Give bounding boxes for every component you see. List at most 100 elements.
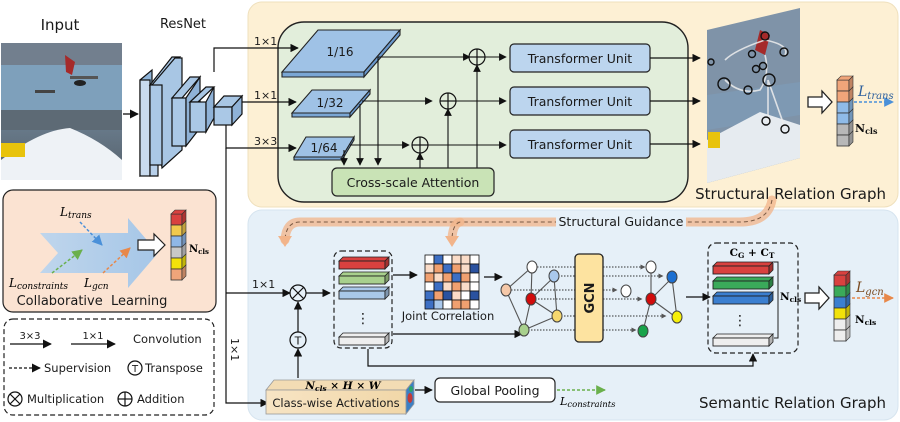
correlation-cell <box>460 290 471 301</box>
legend-conv1-label: 1×1 <box>82 331 103 342</box>
correlation-cell <box>424 254 435 265</box>
scale-plate-32 <box>290 88 372 119</box>
concat-feature-bar <box>712 333 774 347</box>
transpose-node: T <box>289 331 307 349</box>
scale-plate-16 <box>280 28 402 79</box>
correlation-cell <box>469 254 480 265</box>
structural-relation-graph-title: Structural Relation Graph <box>695 185 886 203</box>
joint-correlation-label: Joint Correlation <box>401 309 495 323</box>
semantic-vector-cell <box>833 303 851 320</box>
correlation-cell <box>451 281 462 292</box>
class-wise-activations-label: Class-wise Activations <box>272 396 399 410</box>
collab-lgcn-arrow <box>102 247 131 274</box>
legend-multiplication-label: Multiplication <box>27 392 104 406</box>
correlation-cell <box>460 263 471 274</box>
legend-addition-icon <box>117 391 133 407</box>
correlation-cell <box>433 281 444 292</box>
semantic-vector-cell <box>833 270 851 287</box>
legend-addition-label: Addition <box>137 392 185 406</box>
correlation-cell <box>460 299 471 310</box>
collab-ncls-label: Ncls <box>189 244 209 256</box>
correlation-cell <box>460 272 471 283</box>
correlation-cell <box>433 254 444 265</box>
transformer-unit-3-label: Transformer Unit <box>527 137 633 152</box>
correlation-cell <box>469 299 480 310</box>
scale-connections <box>340 53 507 168</box>
cross-scale-attention-box <box>331 167 495 197</box>
scale-label-64: 1/64 <box>311 141 338 155</box>
collab-vector-cell <box>170 209 187 226</box>
collab-vector-cell <box>170 253 187 270</box>
guidance-label-bg <box>556 213 686 229</box>
concat-ncls-bracket <box>774 261 779 339</box>
struct-ncls-label: Ncls <box>855 122 878 136</box>
constraints-loss-label: Lconstraints <box>559 395 616 410</box>
legend-supervision-label: Supervision <box>44 361 111 375</box>
conv-label-1x1-top: 1×1 <box>254 35 277 48</box>
addition-node-2 <box>439 92 457 110</box>
feature-bar <box>338 332 390 346</box>
resnet-title: ResNet <box>160 17 206 32</box>
feature-bar <box>338 271 390 285</box>
transformer-unit-2-label: Transformer Unit <box>527 94 633 109</box>
scale-label-16: 1/16 <box>327 45 354 59</box>
concat-feature-bar <box>712 261 774 275</box>
correlation-cell <box>451 299 462 310</box>
collab-output-vector <box>170 209 187 281</box>
struct-vector-cell <box>836 75 854 92</box>
correlation-cell <box>424 263 435 274</box>
correlation-cell <box>442 254 453 265</box>
struct-vector-cell <box>836 86 854 103</box>
resnet-branch-lines <box>213 47 291 408</box>
struct-loss-label: Ltrans <box>857 84 894 102</box>
concat-group-dashed <box>707 242 799 354</box>
legend-transpose-icon <box>127 360 143 376</box>
concat-feature-bar <box>712 276 774 290</box>
legend-multiplication-icon <box>7 391 23 407</box>
feature-bars <box>338 256 390 346</box>
structural-hollow-arrow <box>807 89 833 115</box>
scale-label-32: 1/32 <box>317 96 344 110</box>
semantic-hollow-arrow <box>804 285 830 311</box>
collab-hollow-arrow <box>137 232 166 258</box>
correlation-cell <box>469 281 480 292</box>
correlation-cell <box>424 272 435 283</box>
feature-bar <box>338 256 390 270</box>
collab-lgcn-label: Lgcn <box>83 276 109 292</box>
semantic-loss-label: Lgcn <box>855 280 884 298</box>
transformer-output-arrows <box>650 53 701 149</box>
cross-scale-attention-label: Cross-scale Attention <box>347 175 480 190</box>
correlation-cell <box>433 263 444 274</box>
conv-label-3x3: 3×3 <box>254 135 277 148</box>
collab-ltrans-arrow <box>79 221 103 246</box>
transformer-unit-1-label: Transformer Unit <box>527 51 633 66</box>
collab-big-arrow <box>40 218 158 288</box>
collaborative-learning-title: Collaborative Learning <box>17 294 168 309</box>
correlation-cell <box>424 290 435 301</box>
class-wise-activations-block <box>265 378 415 416</box>
correlation-cell <box>460 254 471 265</box>
structural-guidance-path <box>278 195 777 247</box>
correlation-cell <box>442 272 453 283</box>
scale-plate-64 <box>293 135 355 162</box>
out-node-green <box>637 324 649 338</box>
semantic-vector-cell <box>833 325 851 342</box>
graph-node-peach <box>500 283 512 297</box>
concat-label: CG + CT <box>730 247 775 260</box>
out-node-red <box>645 292 657 306</box>
collab-vector-cell <box>170 264 187 281</box>
correlation-cell <box>469 290 480 301</box>
correlation-cell <box>451 290 462 301</box>
correlation-cell <box>442 290 453 301</box>
correlation-cell <box>451 254 462 265</box>
structural-guidance-label: Structural Guidance <box>559 214 684 229</box>
graph-node-lightblue <box>548 269 560 283</box>
graph-node-white <box>526 260 538 274</box>
semantic-conv-label-top: 1×1 <box>252 278 275 291</box>
concat-feature-bar <box>712 291 774 305</box>
out-node-blue <box>666 270 678 284</box>
out-node-white-isolated <box>620 284 632 298</box>
legend-transpose-symbol: T <box>131 364 139 375</box>
semantic-output-vector <box>833 270 851 342</box>
